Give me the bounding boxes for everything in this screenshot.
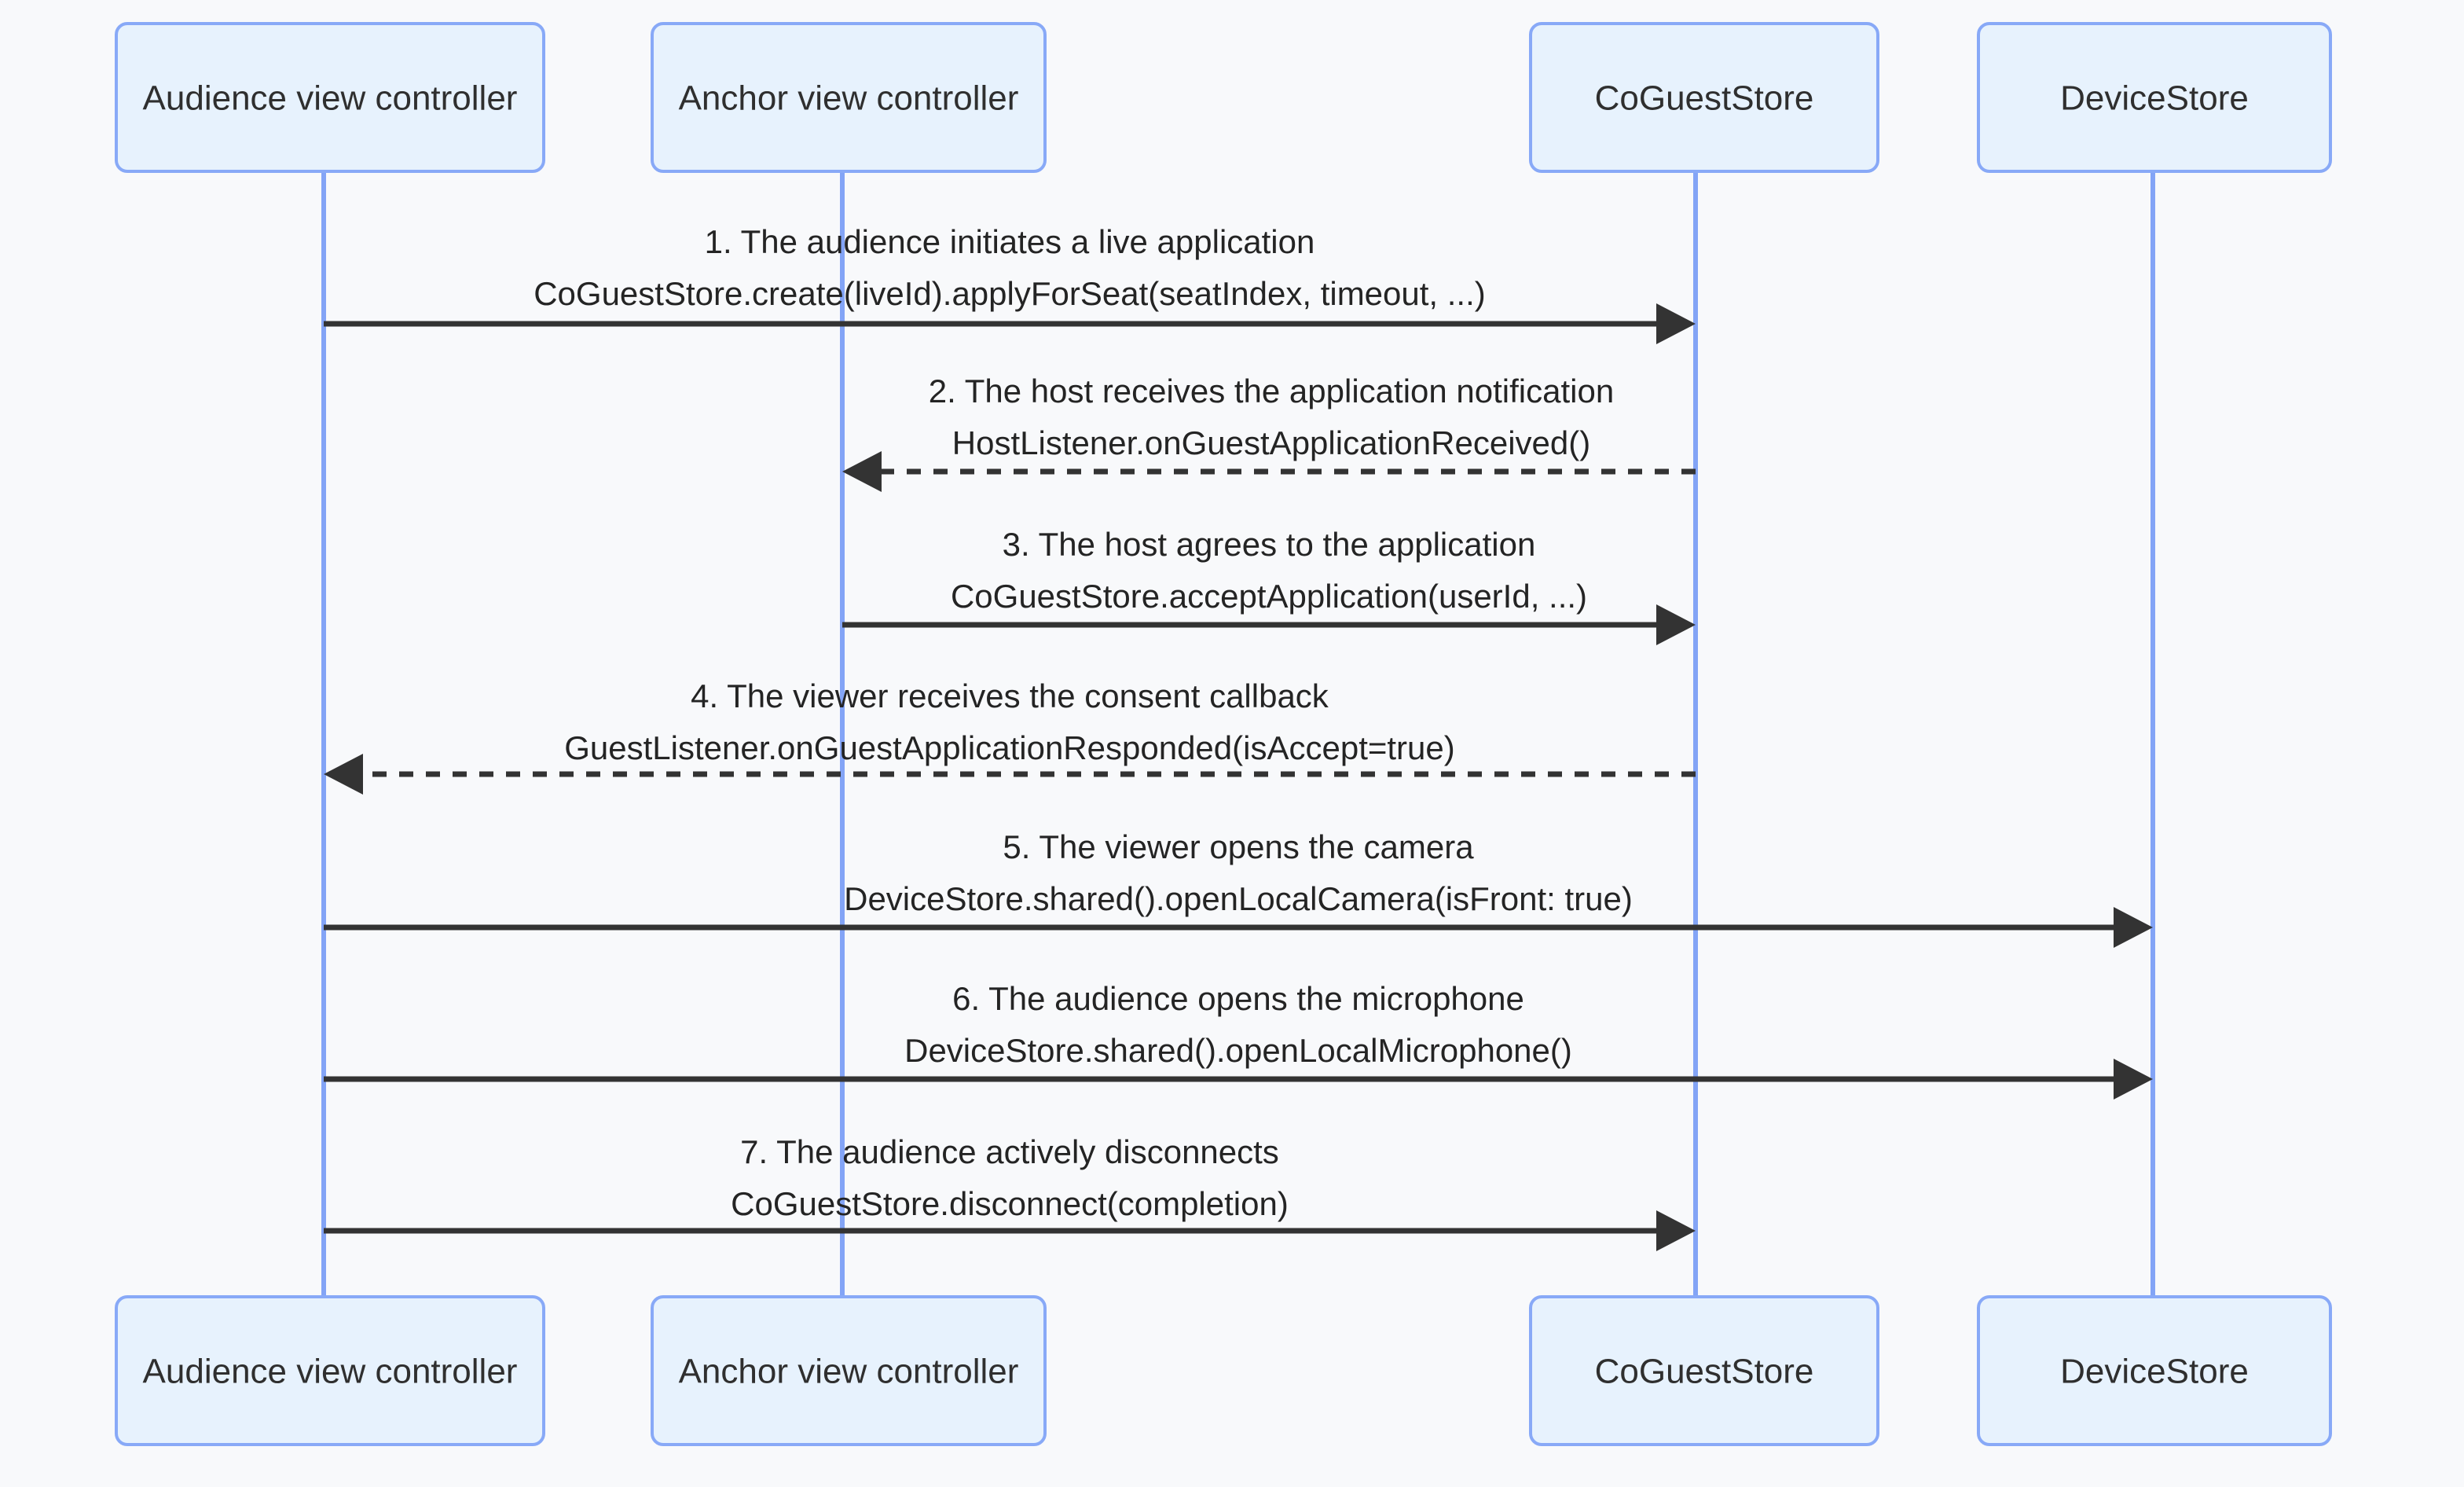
message-1-arrowhead <box>1656 303 1696 344</box>
participant-label-anchor-bottom: Anchor view controller <box>679 1353 1019 1391</box>
message-2-line2: HostListener.onGuestApplicationReceived(… <box>952 424 1590 461</box>
message-2[interactable]: 2. The host receives the application not… <box>842 373 1696 492</box>
participant-box-coguest-top[interactable]: CoGuestStore <box>1529 22 1879 173</box>
message-5-line2: DeviceStore.shared().openLocalCamera(isF… <box>844 880 1633 917</box>
participant-label-coguest-bottom: CoGuestStore <box>1595 1353 1814 1391</box>
message-6-line1: 6. The audience opens the microphone <box>952 980 1524 1017</box>
message-3-line2: CoGuestStore.acceptApplication(userId, .… <box>951 578 1587 615</box>
participant-box-audience-top[interactable]: Audience view controller <box>115 22 545 173</box>
message-4-arrowhead <box>324 754 363 795</box>
message-7[interactable]: 7. The audience actively disconnects CoG… <box>324 1133 1696 1251</box>
message-1-line2: CoGuestStore.create(liveId).applyForSeat… <box>534 275 1486 312</box>
message-1-line1: 1. The audience initiates a live applica… <box>705 223 1315 260</box>
message-4[interactable]: 4. The viewer receives the consent callb… <box>324 677 1696 795</box>
message-5-arrowhead <box>2114 907 2153 948</box>
participant-box-audience-bottom[interactable]: Audience view controller <box>115 1295 545 1446</box>
message-3[interactable]: 3. The host agrees to the application Co… <box>842 526 1696 645</box>
participant-label-device-top: DeviceStore <box>2060 79 2249 118</box>
message-5-line1: 5. The viewer opens the camera <box>1003 828 1474 865</box>
participant-box-device-top[interactable]: DeviceStore <box>1977 22 2332 173</box>
lifelines-group <box>321 171 2155 1297</box>
message-7-line2: CoGuestStore.disconnect(completion) <box>731 1185 1289 1222</box>
message-7-line1: 7. The audience actively disconnects <box>740 1133 1279 1170</box>
participant-label-coguest-top: CoGuestStore <box>1595 79 1814 118</box>
participant-box-device-bottom[interactable]: DeviceStore <box>1977 1295 2332 1446</box>
message-2-line1: 2. The host receives the application not… <box>929 373 1614 409</box>
message-6[interactable]: 6. The audience opens the microphone Dev… <box>324 980 2153 1100</box>
message-3-arrowhead <box>1656 604 1696 645</box>
message-2-arrowhead <box>842 451 882 492</box>
message-6-arrowhead <box>2114 1059 2153 1100</box>
message-6-line2: DeviceStore.shared().openLocalMicrophone… <box>904 1032 1572 1069</box>
participant-box-anchor-bottom[interactable]: Anchor view controller <box>651 1295 1047 1446</box>
participant-box-coguest-bottom[interactable]: CoGuestStore <box>1529 1295 1879 1446</box>
message-5[interactable]: 5. The viewer opens the camera DeviceSto… <box>324 828 2153 948</box>
participant-label-audience-top: Audience view controller <box>143 79 518 118</box>
participant-label-device-bottom: DeviceStore <box>2060 1353 2249 1391</box>
message-7-arrowhead <box>1656 1210 1696 1251</box>
message-3-line1: 3. The host agrees to the application <box>1003 526 1536 563</box>
participant-label-anchor-top: Anchor view controller <box>679 79 1019 118</box>
participant-label-audience-bottom: Audience view controller <box>143 1353 518 1391</box>
participant-box-anchor-top[interactable]: Anchor view controller <box>651 22 1047 173</box>
message-4-line2: GuestListener.onGuestApplicationResponde… <box>564 729 1455 766</box>
message-1[interactable]: 1. The audience initiates a live applica… <box>324 223 1696 344</box>
message-4-line1: 4. The viewer receives the consent callb… <box>691 677 1329 714</box>
